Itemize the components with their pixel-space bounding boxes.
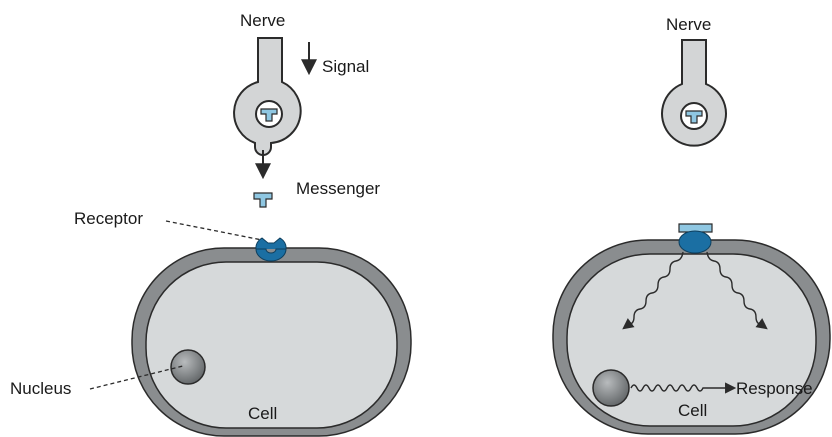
right-nerve [662,40,726,146]
right-nucleus [593,370,629,406]
response-label: Response [736,379,813,398]
left-nerve-label: Nerve [240,11,285,30]
right-receptor [679,231,711,253]
messenger-label: Messenger [296,179,380,198]
receptor-label: Receptor [74,209,143,228]
receptor-leader-line [166,221,262,240]
left-cell-label: Cell [248,404,277,423]
nucleus-label: Nucleus [10,379,71,398]
right-panel: Nerve Response Cell [553,15,830,434]
signal-label: Signal [322,57,369,76]
left-panel: Nerve Signal Messenger Cell Receptor Nuc… [10,11,411,436]
right-nerve-label: Nerve [666,15,711,34]
right-cell-label: Cell [678,401,707,420]
left-nerve [234,38,301,155]
messenger-icon [254,193,272,207]
left-nerve-terminal [234,38,301,155]
left-nucleus [171,350,205,384]
